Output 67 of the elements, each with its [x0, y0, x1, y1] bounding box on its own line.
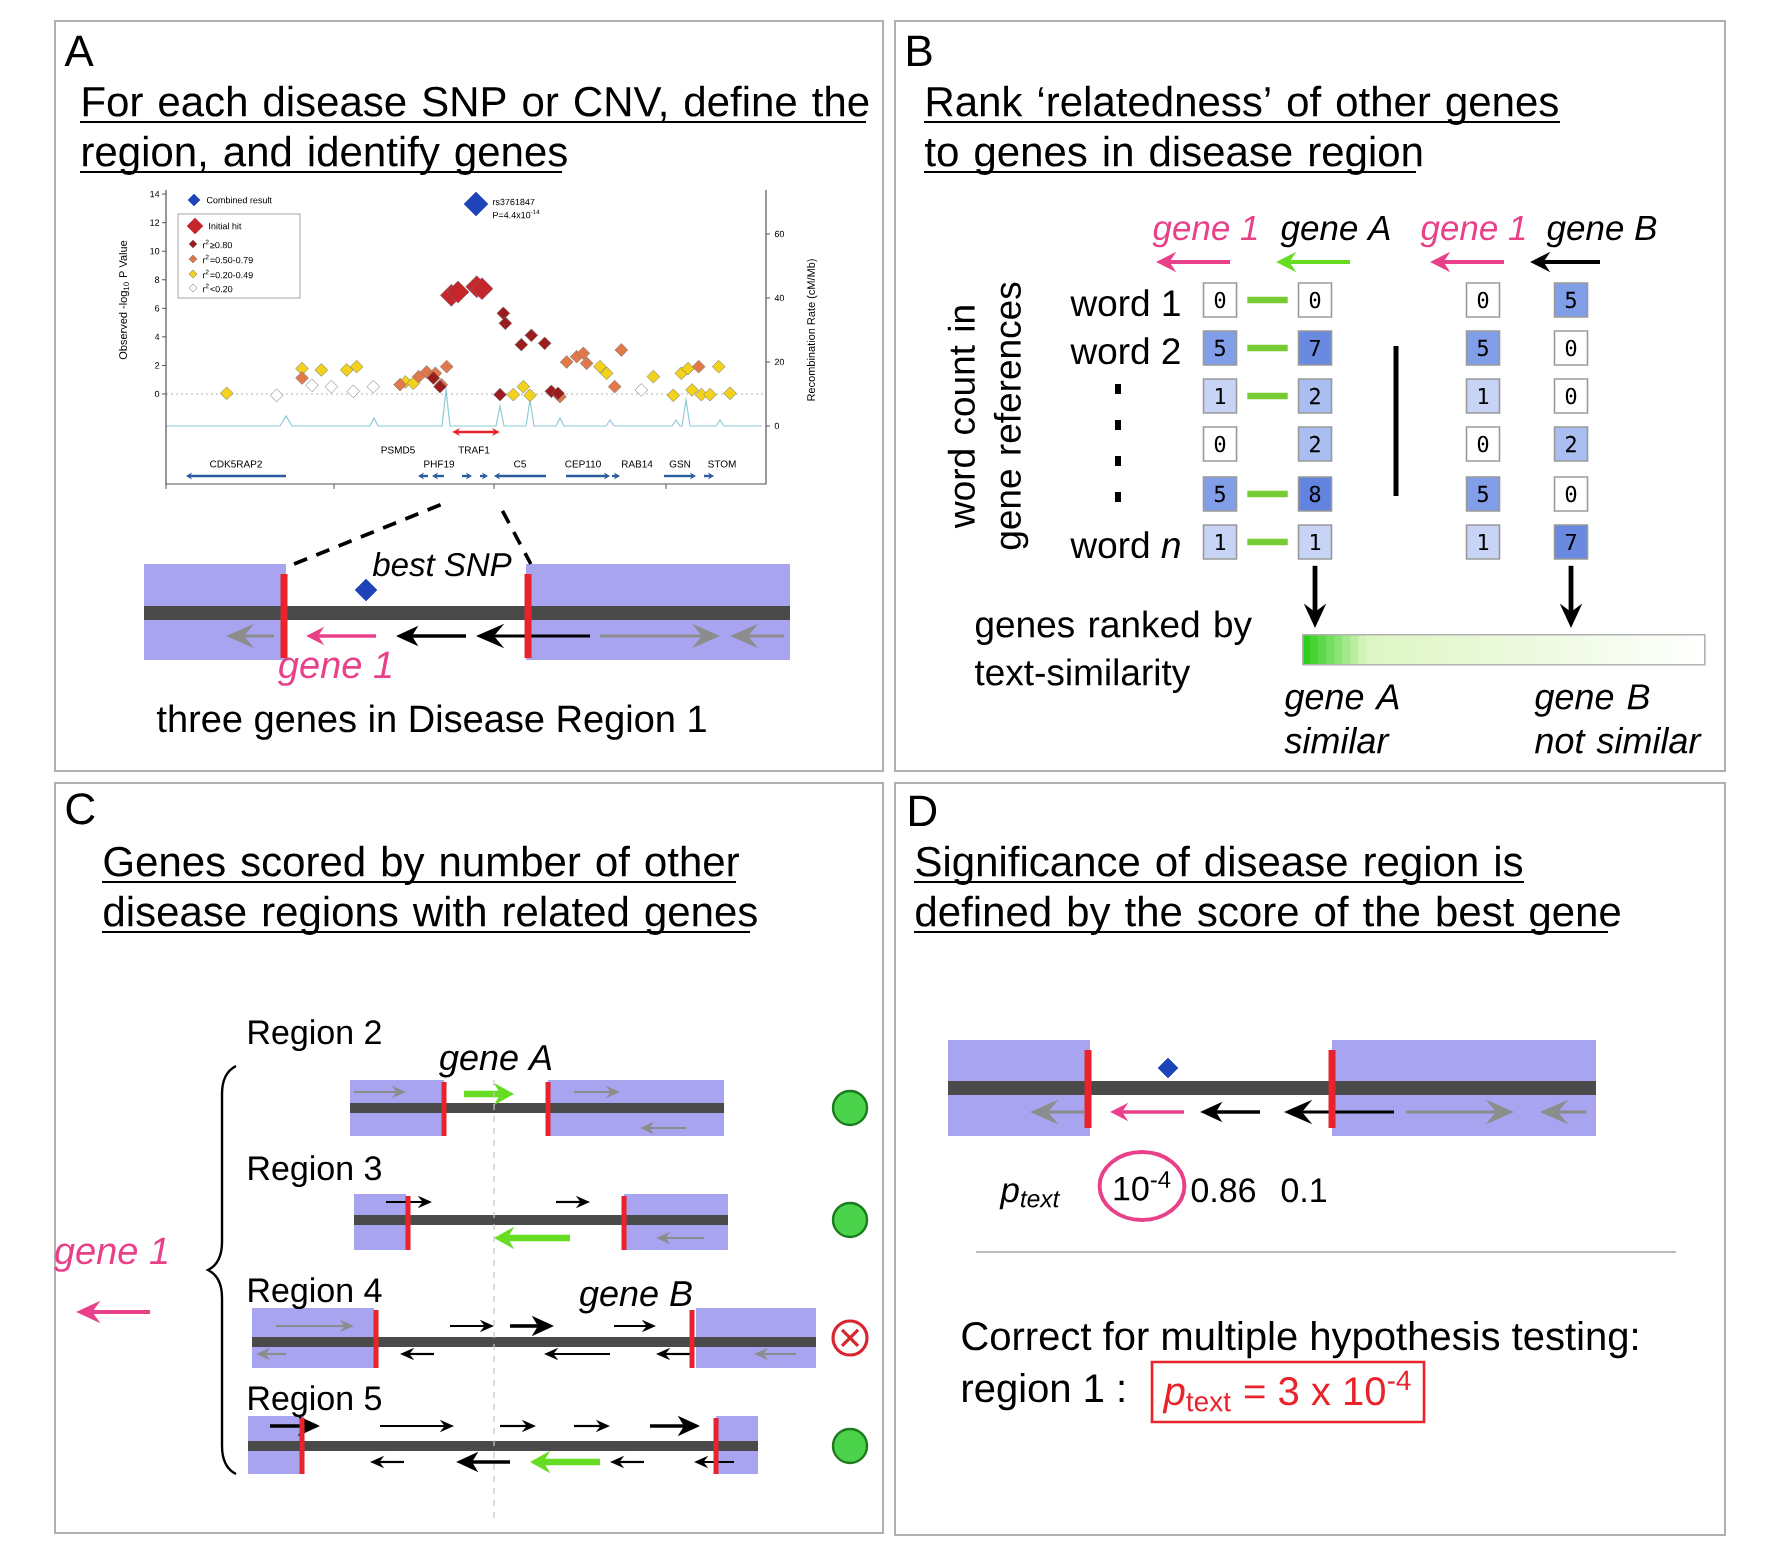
- link-line: [1247, 392, 1288, 400]
- gene-label: gene 1: [53, 1237, 167, 1272]
- panel-title: Rank ‘relatedness’ of other genes to genes in disease region: [924, 85, 1560, 175]
- circled-value: 10$^{-4}$: [1097, 1150, 1187, 1222]
- link-line: [1247, 344, 1288, 352]
- count-cell: 0: [1553, 330, 1589, 366]
- bar-label: gene A similar: [1284, 684, 1399, 754]
- link-line: [1247, 490, 1288, 498]
- count-cell: 0: [1465, 282, 1501, 318]
- gene-label: gene B: [1546, 215, 1657, 248]
- gene-label: gene 1: [277, 651, 391, 686]
- p-value: 0.86: [1191, 1178, 1256, 1203]
- gene-label: gene 1: [1152, 215, 1257, 248]
- band-label: three genes in Disease Region 1: [157, 704, 706, 740]
- count-cell: 5: [1202, 330, 1238, 366]
- panel-title: For each disease SNP or CNV, define the region, and identify genes: [80, 85, 869, 175]
- count-cell: 1: [1202, 524, 1238, 560]
- panel-letter: D: [910, 795, 937, 826]
- result-label: region 1 :: [963, 1373, 1124, 1411]
- row-label: word 2: [1070, 337, 1180, 365]
- gene-label: gene A: [439, 1045, 552, 1078]
- panel-title: Genes scored by number of other disease regions with related genes: [102, 845, 757, 935]
- region-label: Region 2: [249, 1019, 381, 1052]
- count-cell: 7: [1297, 330, 1333, 366]
- marker-label: best SNP: [372, 552, 512, 577]
- note-text: Correct for multiple hypothesis testing:: [962, 1321, 1637, 1359]
- count-cell: 5: [1553, 282, 1589, 318]
- count-cell: 2: [1297, 378, 1333, 414]
- count-cell: 0: [1202, 282, 1238, 318]
- zoom-line: [293, 503, 442, 566]
- count-cell: 1: [1297, 524, 1333, 560]
- bar-label: genes ranked by text-similarity: [975, 610, 1252, 693]
- panel-letter: C: [66, 793, 95, 825]
- panel-letter: A: [64, 35, 94, 66]
- region-label: Region 3: [249, 1155, 381, 1188]
- count-cell: 5: [1465, 330, 1501, 366]
- gene-label: gene A: [1280, 215, 1390, 248]
- panel-letter: B: [908, 35, 932, 66]
- link-line: [1247, 296, 1288, 304]
- gene-label: gene 1: [1420, 215, 1525, 248]
- variable-label: p$_{text}$: [999, 1183, 1061, 1210]
- count-cell: 2: [1297, 426, 1333, 462]
- count-cell: 0: [1297, 282, 1333, 318]
- count-cell: 1: [1202, 378, 1238, 414]
- row-label: word n: [1070, 531, 1180, 559]
- axis-label: word count in gene references: [947, 282, 1029, 550]
- link-line: [1247, 538, 1288, 546]
- region-label: Region 5: [249, 1385, 381, 1418]
- gene-label: gene B: [579, 1281, 692, 1314]
- row-label: word 1: [1070, 289, 1180, 317]
- count-cell: 7: [1553, 524, 1589, 560]
- count-cell: 8: [1297, 476, 1333, 512]
- count-cell: 2: [1553, 426, 1589, 462]
- count-cell: 0: [1465, 426, 1501, 462]
- count-cell: 1: [1465, 524, 1501, 560]
- count-cell: 1: [1465, 378, 1501, 414]
- bar-label: gene B not similar: [1534, 684, 1702, 754]
- count-cell: 0: [1202, 426, 1238, 462]
- count-cell: 5: [1465, 476, 1501, 512]
- count-cell: 0: [1553, 476, 1589, 512]
- p-value: 0.1: [1281, 1178, 1326, 1203]
- panel-title: Significance of disease region is defined by the score of the best gene: [914, 845, 1620, 935]
- region-label: Region 4: [249, 1277, 382, 1310]
- count-cell: 5: [1202, 476, 1238, 512]
- count-cell: 0: [1553, 378, 1589, 414]
- zoom-line: [500, 509, 533, 565]
- result-box: p$_{text}$ = 3 x 10$^{-4}$: [1150, 1360, 1426, 1424]
